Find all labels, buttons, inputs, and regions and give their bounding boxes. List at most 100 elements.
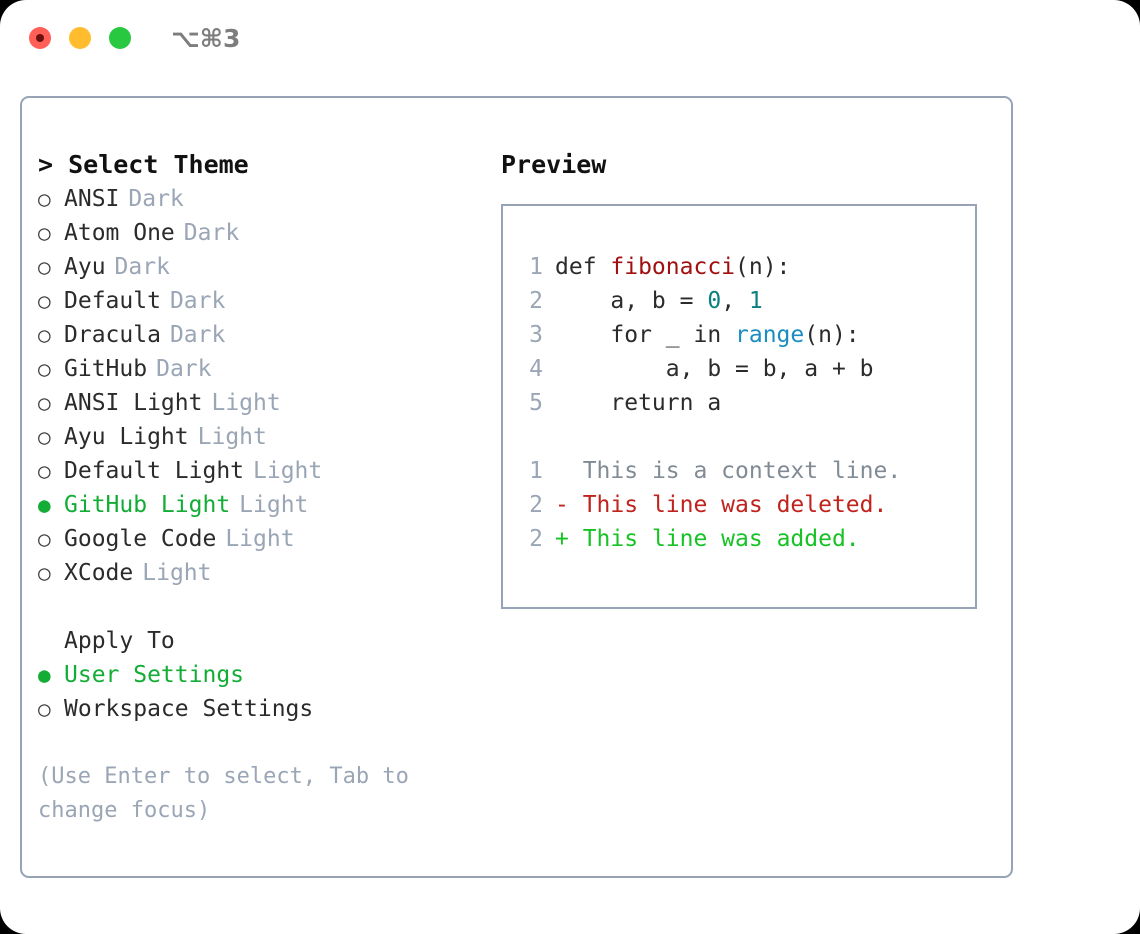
theme-option[interactable]: ○ Default Dark (38, 284, 478, 318)
line-number: 4 (529, 356, 543, 382)
code-token: range (735, 322, 805, 348)
theme-option-category: Dark (169, 322, 226, 348)
theme-option-label: Dracula (64, 322, 161, 348)
theme-option-category: Light (253, 458, 323, 484)
diff-line: 2- This line was deleted. (517, 488, 975, 522)
code-fragment: (n): (735, 254, 791, 280)
apply-to-list[interactable]: ● User Settings ○Workspace Settings (38, 658, 478, 726)
title-bar: ⌥⌘3 (0, 0, 1140, 78)
apply-to-heading: Apply To (64, 628, 175, 654)
radio-unselected-icon: ○ (38, 459, 51, 483)
window-controls (29, 27, 131, 49)
diff-marker (555, 454, 583, 488)
theme-option-category: Light (197, 424, 267, 450)
keyboard-hint-text: (Use Enter to select, Tab to change focu… (38, 764, 423, 823)
theme-option-label: XCode (64, 560, 134, 586)
theme-option[interactable]: ○ Google Code Light (38, 522, 478, 556)
spacer (38, 590, 478, 624)
theme-option-label: Default (64, 288, 161, 314)
code-line: 2 a, b = 0, 1 (517, 284, 975, 318)
theme-option-label: GitHub Light (64, 492, 231, 518)
theme-option-category: Light (225, 526, 295, 552)
keyboard-shortcut-label: ⌥⌘3 (171, 24, 241, 53)
theme-option-category: Dark (169, 288, 226, 314)
theme-option-category: Light (211, 390, 281, 416)
line-number: 2 (529, 288, 543, 314)
code-token: 0 (707, 288, 722, 314)
code-line: 5 return a (517, 386, 975, 420)
code-line-text: a, b = 0, 1 (555, 284, 763, 318)
diff-line-text: This is a context line. (582, 458, 902, 484)
theme-option[interactable]: ○ Ayu Dark (38, 250, 478, 284)
code-line-text: return a (555, 386, 721, 420)
radio-unselected-icon: ○ (38, 289, 51, 313)
code-fragment: for _ in (555, 322, 736, 348)
radio-unselected-icon: ○ (38, 323, 51, 347)
theme-option-label: Ayu Light (64, 424, 189, 450)
theme-option-label: Ayu (64, 254, 106, 280)
maximize-button[interactable] (109, 27, 131, 49)
code-fragment: , (721, 288, 749, 314)
code-token: 1 (748, 288, 763, 314)
line-number: 5 (529, 390, 543, 416)
radio-unselected-icon: ○ (38, 357, 51, 381)
code-fragment: def (555, 254, 611, 280)
code-line-text: for _ in range(n): (555, 318, 860, 352)
diff-line-text: This line was added. (582, 526, 860, 552)
theme-option-label: ANSI (64, 186, 120, 212)
radio-selected-icon: ● (38, 493, 51, 517)
diff-marker: + (555, 526, 583, 552)
code-line: 4 a, b = b, a + b (517, 352, 975, 386)
theme-option-label: Atom One (64, 220, 175, 246)
diff-line-text: This line was deleted. (582, 492, 888, 518)
radio-unselected-icon: ○ (38, 221, 51, 245)
line-number: 2 (529, 526, 543, 552)
theme-option-category: Dark (114, 254, 170, 280)
theme-option-label: ANSI Light (64, 390, 203, 416)
code-line: 1 def fibonacci(n): (517, 250, 975, 284)
close-button[interactable] (29, 27, 51, 49)
radio-unselected-icon: ○ (38, 391, 51, 415)
theme-option[interactable]: ○ Ayu Light Light (38, 420, 478, 454)
radio-unselected-icon: ○ (38, 527, 51, 551)
code-fragment: a, b = b, a + b (555, 356, 874, 382)
theme-option-label: Default Light (64, 458, 245, 484)
code-fragment: a, b = (555, 288, 708, 314)
apply-to-option[interactable]: ● User Settings (38, 658, 478, 692)
apply-to-option-label: Workspace Settings (64, 696, 314, 722)
diff-line: 1 This is a context line. (517, 454, 975, 488)
minimize-button[interactable] (69, 27, 91, 49)
line-number: 1 (529, 458, 543, 484)
code-line-text: def fibonacci(n): (555, 250, 790, 284)
line-number: 2 (529, 492, 543, 518)
diff-sample: 1 This is a context line.2- This line wa… (517, 454, 975, 556)
radio-unselected-icon: ○ (38, 425, 51, 449)
apply-to-option-label: User Settings (64, 662, 245, 688)
theme-option[interactable]: ○ Dracula Dark (38, 318, 478, 352)
line-number: 3 (529, 322, 543, 348)
theme-option[interactable]: ○ ANSI Light Light (38, 386, 478, 420)
theme-option-label: Google Code (64, 526, 217, 552)
code-line-text: a, b = b, a + b (555, 352, 874, 386)
preview-heading: Preview (501, 150, 607, 179)
code-fragment: return a (555, 390, 722, 416)
line-number: 1 (529, 254, 543, 280)
radio-selected-icon: ● (38, 663, 51, 687)
radio-unselected-icon: ○ (38, 187, 51, 211)
radio-unselected-icon: ○ (38, 561, 51, 585)
apply-to-option[interactable]: ○Workspace Settings (38, 692, 478, 726)
radio-unselected-icon: ○ (38, 255, 51, 279)
code-fragment: (n): (804, 322, 860, 348)
theme-option[interactable]: ○ Default Light Light (38, 454, 478, 488)
spacer (517, 420, 975, 454)
